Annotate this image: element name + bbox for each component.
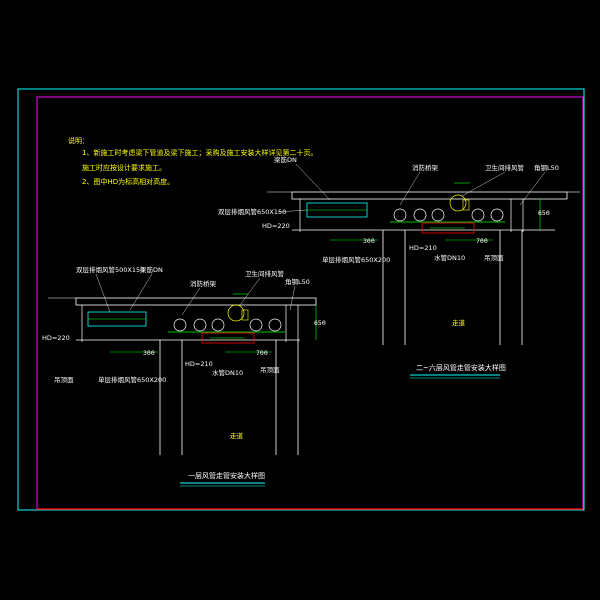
label-fire-cable: 消防桥架 — [412, 163, 439, 172]
pipe-bundle — [393, 194, 504, 222]
corridor-label: 走道 — [230, 431, 244, 440]
label-bracket: 卫生间排风管 — [245, 269, 285, 278]
notes-line-2: 施工时应按设计要求施工。 — [82, 163, 166, 172]
slab — [75, 297, 317, 306]
dim-d4: 300 — [363, 237, 375, 245]
dim-d4: 300 — [143, 349, 155, 357]
notes-line-3: 2、图中HD为标高相对高度。 — [82, 177, 174, 186]
detail-lower: 300 700 650 双层排烟风管500X150 梁筋DN 消防桥架 卫生间排… — [42, 265, 326, 487]
label-angle-steel: 角钢L50 — [285, 277, 310, 286]
dim-d3: 700 — [476, 237, 488, 245]
label-height-hd: HD=220 — [42, 334, 70, 342]
supply-duct — [421, 222, 475, 234]
label-height-hd: HD=220 — [262, 222, 290, 230]
label-supply-duct: 单层排烟风管650X200 — [98, 375, 166, 384]
label-exhaust-duct: 双层排烟风管650X150 — [218, 207, 286, 216]
label-bottom-rail: 吊顶面 — [484, 254, 504, 262]
label-bottom-rail: 吊顶面 — [260, 366, 280, 374]
notes-block: 说明： 1、新施工时考虑梁下管道及梁下施工；采购及施工安装大样详见第二十页。 施… — [68, 136, 317, 186]
label-hanger-mark: HD=210 — [409, 244, 437, 252]
label-fire-cable: 消防桥架 — [190, 279, 217, 288]
notes-line-1: 1、新施工时考虑梁下管道及梁下施工；采购及施工安装大样详见第二十页。 — [82, 148, 317, 157]
label-exhaust-duct: 双层排烟风管500X150 — [76, 265, 144, 274]
notes-heading: 说明： — [68, 136, 89, 145]
corridor-label: 走道 — [452, 318, 466, 327]
label-beam-dn: 梁筋DN — [140, 265, 163, 274]
label-pipe-mark: 水管DN10 — [212, 368, 243, 377]
pipe-bundle — [173, 304, 282, 332]
slab — [291, 191, 568, 200]
detail-title: 一层风管走管安装大样图 — [188, 471, 265, 480]
label-pipe-mark: 水管DN10 — [434, 253, 465, 262]
label-hanger-mark: HD=210 — [185, 360, 213, 368]
detail-upper: 300 700 650 双层排烟风管650X150 梁筋DN 消防桥架 卫生间排… — [218, 155, 580, 379]
dim-d5: 650 — [314, 319, 326, 327]
detail-title: 二~六层风管走管安装大样图 — [416, 363, 506, 372]
label-supply-duct: 单层排烟风管650X200 — [322, 255, 390, 264]
label-angle-steel: 角钢L50 — [534, 163, 559, 172]
label-beam-dn: 梁筋DN — [274, 155, 297, 164]
label-side-note: 吊顶面 — [54, 376, 74, 384]
drawing-frame — [17, 88, 585, 511]
dim-d5: 650 — [538, 209, 550, 217]
dim-d3: 700 — [256, 349, 268, 357]
supply-duct — [201, 332, 255, 344]
label-bracket: 卫生间排风管 — [485, 163, 525, 172]
